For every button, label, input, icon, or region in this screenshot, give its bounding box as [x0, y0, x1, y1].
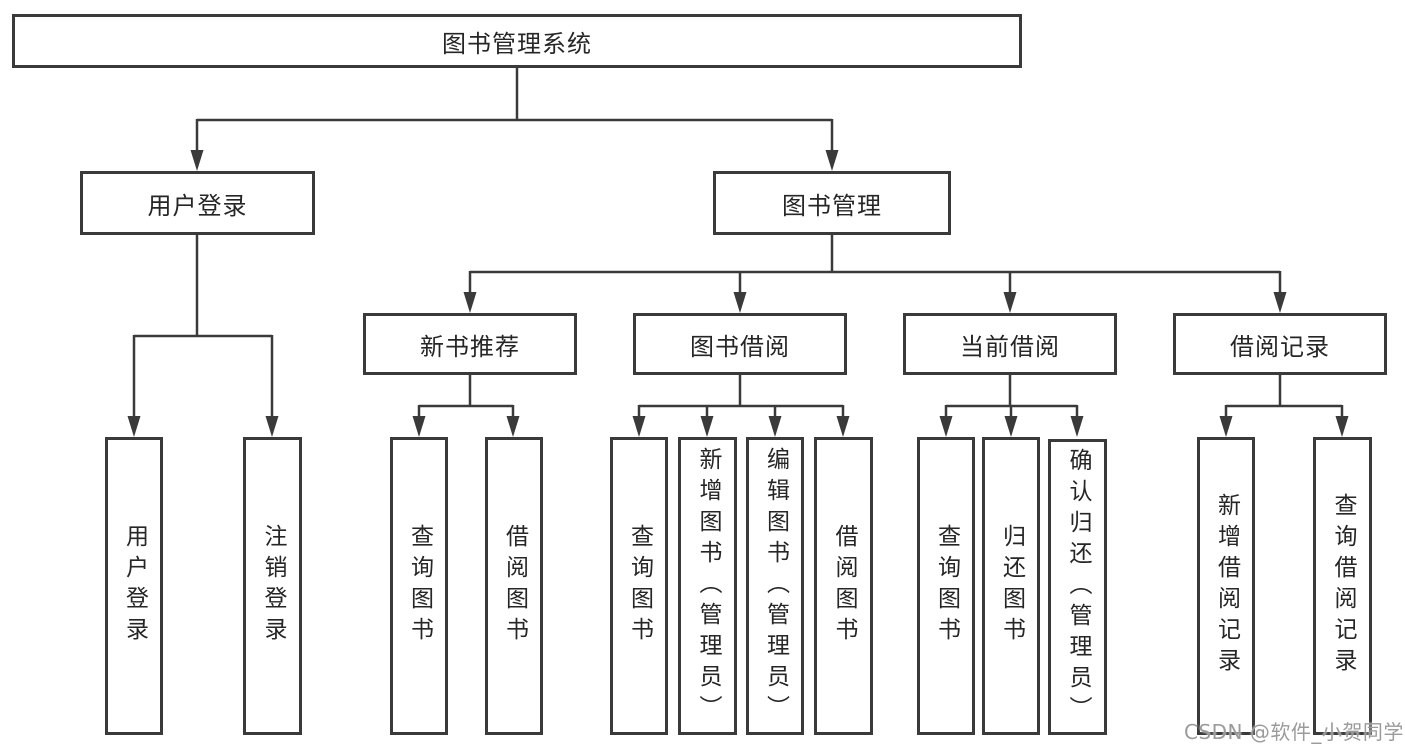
node-leaf-user-login: 用户登录 — [105, 437, 163, 735]
node-book-management: 图书管理 — [713, 171, 951, 235]
node-leaf-records-add-record: 新增借阅记录 — [1197, 437, 1255, 735]
node-leaf-borrowing-add-books-admin: 新增图书（管理员） — [678, 437, 737, 735]
node-library-management-system: 图书管理系统 — [12, 14, 1022, 68]
node-new-book-recommend: 新书推荐 — [363, 313, 577, 375]
node-label: 注销登录 — [260, 524, 286, 648]
node-label: 归还图书 — [998, 524, 1025, 648]
node-leaf-recommend-borrow-books: 借阅图书 — [485, 437, 543, 735]
node-current-borrowing: 当前借阅 — [903, 313, 1117, 375]
node-label: 查询借阅记录 — [1330, 493, 1356, 679]
node-book-borrowing: 图书借阅 — [633, 313, 847, 375]
node-leaf-borrowing-query-books: 查询图书 — [610, 437, 668, 735]
node-label: 查询图书 — [933, 524, 960, 648]
node-user-login: 用户登录 — [80, 171, 315, 235]
node-label: 当前借阅 — [960, 332, 1060, 361]
node-label: 编辑图书（管理员） — [762, 446, 789, 726]
node-label: 图书管理系统 — [442, 29, 592, 58]
csdn-watermark: CSDN @软件_小贺同学 — [1184, 720, 1404, 744]
node-borrowing-records: 借阅记录 — [1173, 313, 1387, 375]
node-leaf-borrowing-edit-books-admin: 编辑图书（管理员） — [746, 437, 804, 735]
node-label: 查询图书 — [406, 524, 433, 648]
node-label: 查询图书 — [626, 524, 653, 648]
node-leaf-current-query-books: 查询图书 — [917, 437, 975, 735]
node-label: 借阅图书 — [501, 524, 528, 648]
node-label: 新增图书（管理员） — [695, 446, 721, 726]
node-leaf-records-query-record: 查询借阅记录 — [1313, 437, 1372, 735]
node-label: 图书借阅 — [690, 332, 790, 361]
node-label: 新增借阅记录 — [1213, 493, 1240, 679]
node-label: 用户登录 — [147, 191, 248, 220]
node-label: 图书管理 — [782, 191, 882, 220]
node-label: 确认归还（管理员） — [1065, 447, 1091, 727]
node-leaf-recommend-query-books: 查询图书 — [390, 437, 448, 735]
node-leaf-current-return-books: 归还图书 — [982, 437, 1040, 735]
node-label: 借阅记录 — [1230, 332, 1330, 361]
node-label: 借阅图书 — [831, 524, 857, 648]
node-leaf-logout: 注销登录 — [243, 437, 302, 735]
node-leaf-borrowing-borrow-books: 借阅图书 — [814, 437, 873, 735]
node-leaf-current-confirm-return-admin: 确认归还（管理员） — [1048, 439, 1107, 735]
node-label: 用户登录 — [121, 524, 148, 648]
node-label: 新书推荐 — [420, 332, 520, 361]
